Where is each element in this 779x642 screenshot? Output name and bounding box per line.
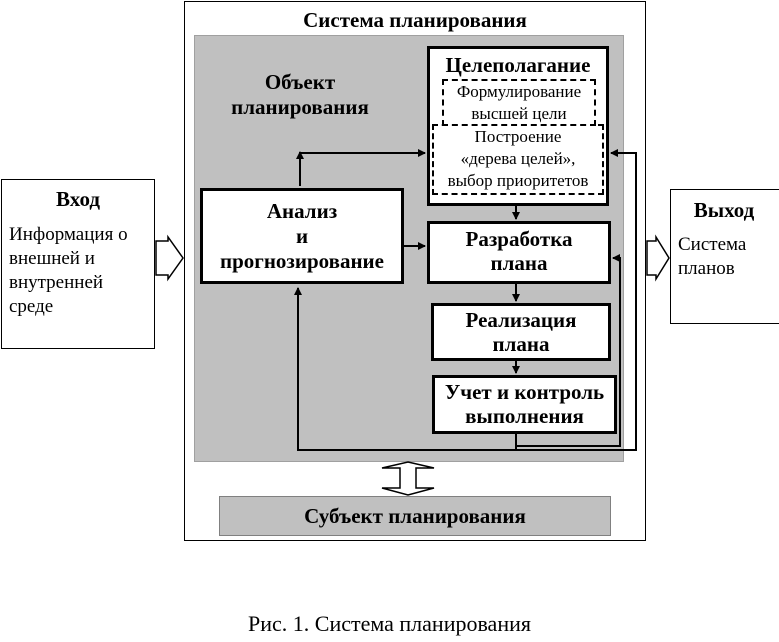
input-text-line2: внешней и [9, 248, 95, 269]
figure-caption: Рис. 1. Система планирования [248, 611, 531, 636]
analysis-box: Анализ и прогнозирование [200, 188, 404, 284]
planning-object-title-line2: планирования [231, 95, 369, 119]
connector-analysis-goal [299, 152, 425, 186]
plan-development-box: Разработка плана [427, 221, 611, 284]
output-title: Выход [693, 198, 755, 222]
system-frame [184, 1, 646, 541]
analysis-line1: Анализ [266, 199, 338, 223]
input-text: Информация о внешней и внутренней среде [9, 223, 151, 319]
planning-subject-box: Субъект планирования [219, 496, 611, 536]
input-text-line4: среде [9, 296, 54, 317]
output-text: Система планов [678, 233, 774, 281]
plan-implementation-line1: Реализация [465, 308, 577, 332]
planning-object-title-line1: Объект [264, 70, 336, 94]
control-line2: выполнения [465, 404, 584, 428]
plan-development-line1: Разработка [465, 227, 573, 251]
goal-tree-line3: выбор приоритетов [447, 171, 589, 190]
feedback-right-inner [516, 254, 621, 447]
output-text-line2: планов [678, 258, 735, 279]
goal-tree-box: Построение «дерева целей», выбор приорит… [432, 124, 604, 195]
plan-implementation-line2: плана [492, 332, 550, 356]
input-arrow [155, 234, 184, 282]
goal-tree-line1: Построение [474, 127, 562, 146]
input-title: Вход [56, 187, 100, 211]
feedback-to-analysis [294, 287, 517, 451]
output-box [670, 189, 779, 324]
feedback-right-outer [516, 149, 637, 451]
goal-tree-line2: «дерева целей», [460, 149, 576, 168]
top-goal-line2: высшей цели [471, 104, 567, 123]
top-goal-line1: Формулирование [456, 82, 582, 101]
goal-setting-title: Целеполагание [445, 53, 591, 77]
input-text-line3: внутренней [9, 272, 104, 293]
plan-implementation-box: Реализация плана [431, 303, 611, 361]
top-goal-box: Формулирование высшей цели [442, 79, 596, 126]
control-box: Учет и контроль выполнения [432, 375, 617, 434]
input-text-line1: Информация о [9, 224, 128, 245]
plan-development-line2: плана [490, 251, 548, 275]
output-text-line1: Система [678, 234, 747, 255]
system-title: Система планирования [303, 8, 527, 32]
analysis-line2: и [295, 224, 309, 248]
control-line1: Учет и контроль [444, 380, 605, 404]
double-arrow-object-subject [381, 461, 435, 496]
input-box [1, 179, 155, 349]
planning-object-title: Объект планирования [210, 70, 390, 120]
output-arrow [646, 234, 670, 282]
analysis-line3: прогнозирование [220, 249, 384, 273]
